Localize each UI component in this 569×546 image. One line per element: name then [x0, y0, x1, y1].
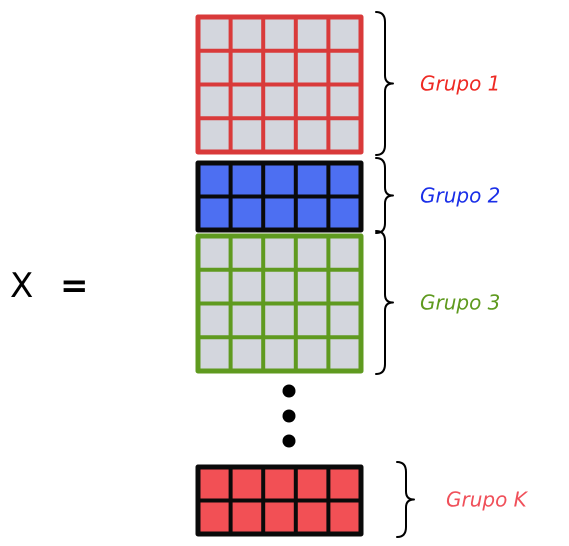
group-label: Grupo K [446, 488, 529, 512]
group-block-border [195, 160, 364, 233]
curly-brace [375, 230, 394, 375]
groups-layer: Grupo 1 Grupo 2 Grupo 3 Grupo K [195, 11, 529, 538]
group-2: Grupo 2 [195, 157, 500, 234]
curly-brace [375, 11, 394, 156]
group-block-border [195, 464, 364, 537]
group-block-border [195, 233, 364, 374]
group-3: Grupo 3 [195, 230, 500, 375]
ellipsis-dot [282, 384, 296, 398]
group-label: Grupo 2 [420, 184, 500, 208]
ellipsis-dot [282, 409, 296, 423]
matrix-symbol-x: X [10, 266, 33, 306]
group-label: Grupo 3 [420, 291, 500, 315]
group-label: Grupo 1 [420, 72, 500, 96]
ellipsis-dot [282, 434, 296, 448]
curly-brace [396, 461, 415, 538]
equals-sign: = [60, 266, 89, 306]
group-block-border [195, 14, 364, 155]
vertical-ellipsis [282, 384, 296, 448]
group-1: Grupo 1 [195, 11, 500, 156]
group-4: Grupo K [195, 461, 529, 538]
curly-brace [375, 157, 394, 234]
